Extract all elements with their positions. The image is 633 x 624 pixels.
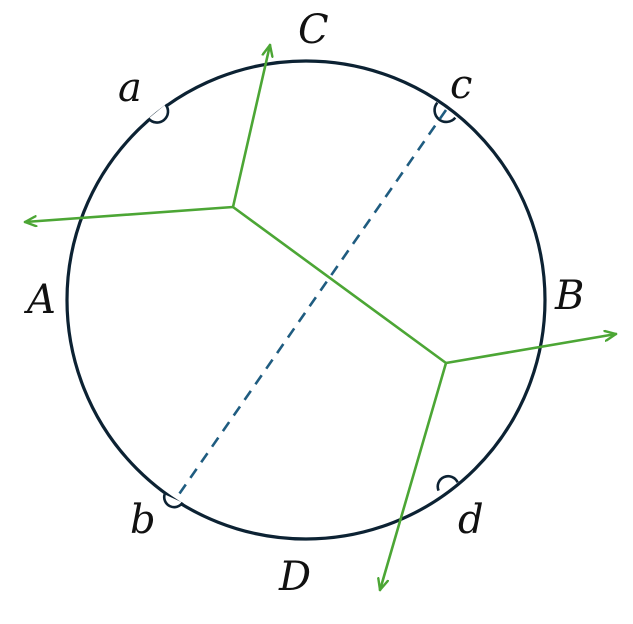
notches [147,101,459,509]
ray-B [444,334,618,365]
ray-C [231,43,270,209]
label-b: b [130,497,156,543]
notch-b [162,494,184,509]
ray-A [23,205,235,222]
ray-D [380,361,448,592]
tree [23,43,618,592]
label-d: d [458,497,484,543]
edge-internal [231,205,448,365]
label-c: c [450,62,472,108]
label-C: C [298,7,329,53]
notch-d [436,474,459,492]
boundary-circle [65,59,547,541]
label-B: B [554,273,584,319]
label-a: a [118,65,142,111]
notch-a [147,103,170,124]
chord-bc [173,109,448,501]
label-A: A [23,277,56,323]
label-D: D [278,554,311,600]
